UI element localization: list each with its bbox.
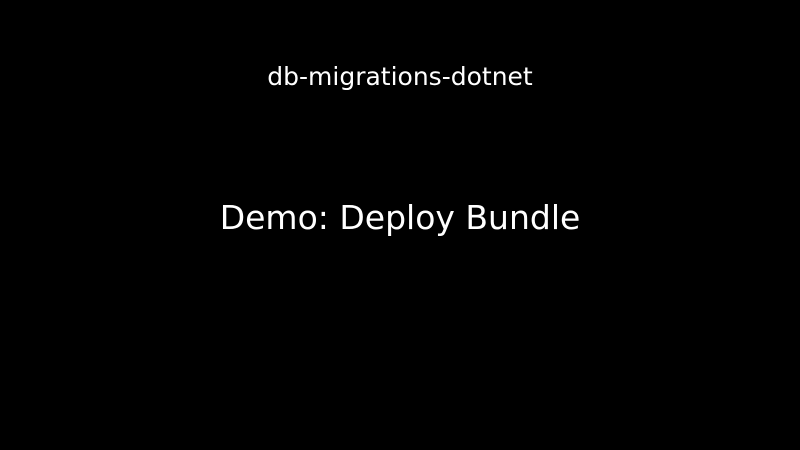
slide-header: db-migrations-dotnet xyxy=(267,62,533,91)
slide-title: Demo: Deploy Bundle xyxy=(219,198,581,237)
